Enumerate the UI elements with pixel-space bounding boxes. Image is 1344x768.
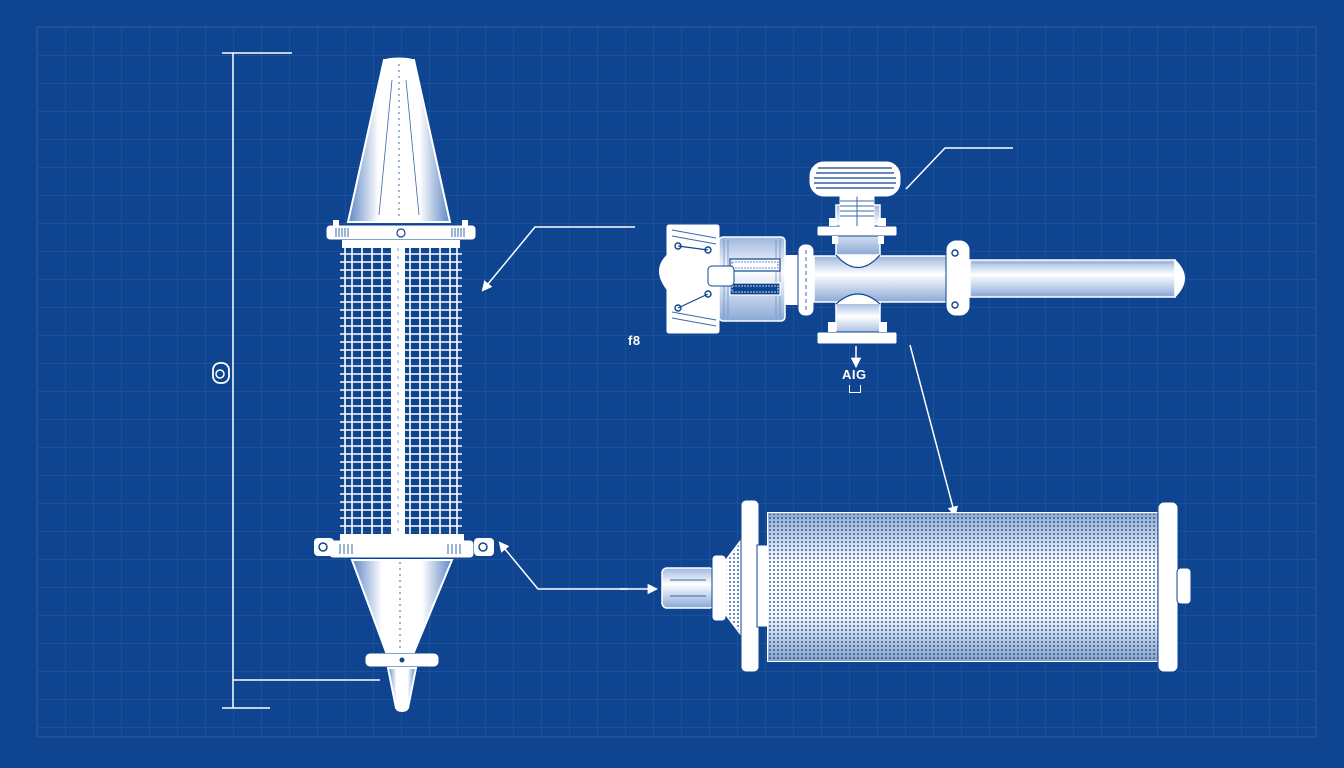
dimension-line	[222, 52, 380, 709]
leader-line-cage	[481, 226, 635, 292]
figure-label-bottom: AIG	[842, 367, 867, 382]
leader-line-handwheel	[905, 147, 1013, 190]
valve-assembly	[659, 161, 1185, 369]
leader-line-flange	[498, 541, 628, 590]
mesh-filter-cylinder	[661, 499, 1192, 673]
figure-label-left: f8	[628, 333, 641, 348]
leader-line-mesh	[909, 344, 958, 518]
vertical-filter-cartridge	[314, 57, 494, 712]
filter-cage	[344, 248, 458, 535]
figure-label-bracket	[849, 385, 861, 393]
dimension-symbol-icon	[212, 362, 230, 384]
